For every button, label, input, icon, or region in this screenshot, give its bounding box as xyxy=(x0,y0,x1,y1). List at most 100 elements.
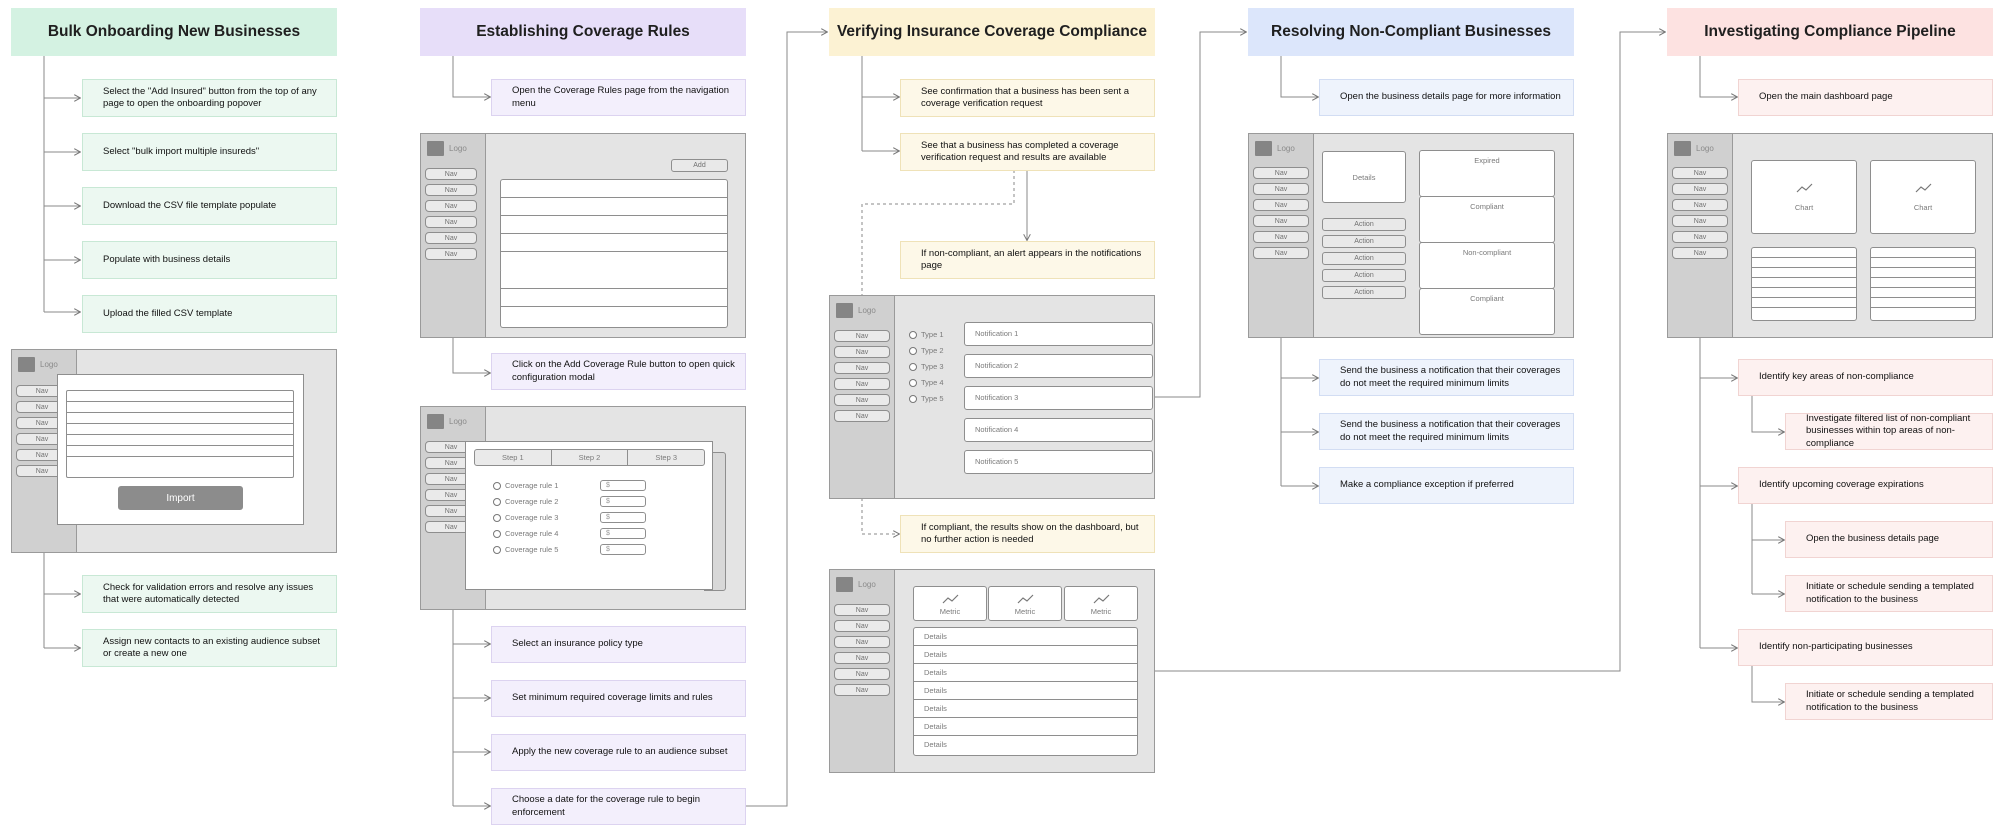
notification-item[interactable]: Notification 1 xyxy=(964,322,1153,346)
nav-item[interactable]: Nav xyxy=(1672,247,1728,259)
section-header-bulk-onboarding: Bulk Onboarding New Businesses xyxy=(11,8,337,56)
radio-button[interactable] xyxy=(493,482,501,490)
nav-item[interactable]: Nav xyxy=(16,465,68,477)
action-button[interactable]: Action xyxy=(1322,286,1406,299)
nav-item[interactable]: Nav xyxy=(834,378,890,390)
logo-text: Logo xyxy=(449,144,467,153)
limit-input[interactable]: $ xyxy=(600,512,646,523)
step-compliance-exception: Make a compliance exception if preferred xyxy=(1319,467,1574,504)
tab-step-1[interactable]: Step 1 xyxy=(475,450,552,465)
details-row[interactable]: Details xyxy=(924,740,947,749)
nav-item[interactable]: Nav xyxy=(834,362,890,374)
notification-item[interactable]: Notification 2 xyxy=(964,354,1153,378)
nav-item[interactable]: Nav xyxy=(834,410,890,422)
details-row[interactable]: Details xyxy=(914,718,1137,736)
tab-step-3[interactable]: Step 3 xyxy=(655,453,678,462)
nav-item[interactable]: Nav xyxy=(834,620,890,632)
nav-item[interactable]: Nav xyxy=(425,473,477,485)
nav-item[interactable]: Nav xyxy=(1672,183,1728,195)
nav-item[interactable]: Nav xyxy=(834,330,890,342)
nav-item[interactable]: Nav xyxy=(1253,247,1309,259)
type-filter-label: Type 4 xyxy=(921,378,944,387)
step-open-dashboard: Open the main dashboard page xyxy=(1738,79,1993,116)
nav-item[interactable]: Nav xyxy=(16,401,68,413)
radio-button[interactable] xyxy=(493,498,501,506)
wireframe-main-dashboard: Logo Nav Nav Nav Nav Nav Nav Chart Chart xyxy=(1667,133,1993,338)
nav-item[interactable]: Nav xyxy=(16,433,68,445)
nav-item[interactable]: Nav xyxy=(1253,215,1309,227)
nav-item[interactable]: Nav xyxy=(834,652,890,664)
action-button[interactable]: Action xyxy=(1322,218,1406,231)
limit-input[interactable]: $ xyxy=(600,496,646,507)
coverage-rule-label: Coverage rule 1 xyxy=(505,481,559,490)
nav-item[interactable]: Nav xyxy=(1253,167,1309,179)
nav-item[interactable]: Nav xyxy=(1672,199,1728,211)
nav-item[interactable]: Nav xyxy=(834,604,890,616)
wireframe-coverage-rules: Logo Nav Nav Nav Nav Nav Nav Add xyxy=(420,133,746,338)
nav-item[interactable]: Nav xyxy=(834,668,890,680)
radio-button[interactable] xyxy=(909,331,917,339)
limit-input[interactable]: $ xyxy=(600,544,646,555)
nav-item[interactable]: Nav xyxy=(834,684,890,696)
notification-item[interactable]: Notification 5 xyxy=(964,450,1153,474)
coverage-status-card: Expired xyxy=(1419,150,1555,197)
metric-label: Metric xyxy=(1014,607,1036,616)
details-row[interactable]: Details xyxy=(914,700,1137,718)
nav-item[interactable]: Nav xyxy=(834,394,890,406)
metric-card: Metric xyxy=(1064,586,1138,621)
logo-text: Logo xyxy=(1277,144,1295,153)
step-identify-non-compliance: Identify key areas of non-compliance xyxy=(1738,359,1993,396)
nav-item[interactable]: Nav xyxy=(1672,167,1728,179)
step-identify-expirations: Identify upcoming coverage expirations xyxy=(1738,467,1993,504)
details-row[interactable]: Details xyxy=(914,664,1137,682)
image-icon xyxy=(1255,141,1272,156)
data-table xyxy=(1870,247,1976,321)
import-button[interactable]: Import xyxy=(118,486,243,510)
wireframe-sidebar: Logo Nav Nav Nav Nav Nav Nav xyxy=(830,570,895,772)
radio-button[interactable] xyxy=(493,546,501,554)
nav-item[interactable]: Nav xyxy=(425,200,477,212)
nav-item[interactable]: Nav xyxy=(834,346,890,358)
details-row[interactable]: Details xyxy=(914,646,1137,664)
wireframe-business-details: Logo Nav Nav Nav Nav Nav Nav Details Act… xyxy=(1248,133,1574,338)
radio-button[interactable] xyxy=(493,514,501,522)
radio-button[interactable] xyxy=(909,379,917,387)
trend-icon xyxy=(1017,594,1034,604)
wireframe-sidebar: Logo Nav Nav Nav Nav Nav Nav xyxy=(1249,134,1314,337)
details-row[interactable]: Details xyxy=(914,682,1137,700)
nav-item[interactable]: Nav xyxy=(425,216,477,228)
radio-button[interactable] xyxy=(493,530,501,538)
nav-item[interactable]: Nav xyxy=(834,636,890,648)
nav-item[interactable]: Nav xyxy=(1672,231,1728,243)
radio-button[interactable] xyxy=(909,347,917,355)
step-apply-rule: Apply the new coverage rule to an audien… xyxy=(491,734,746,771)
limit-input[interactable]: $ xyxy=(600,528,646,539)
add-button[interactable]: Add xyxy=(671,159,728,172)
section-header-investigating-pipeline: Investigating Compliance Pipeline xyxy=(1667,8,1993,56)
wireframe-sidebar: Logo Nav Nav Nav Nav Nav Nav xyxy=(1668,134,1733,337)
nav-item[interactable]: Nav xyxy=(1672,215,1728,227)
nav-item[interactable]: Nav xyxy=(425,232,477,244)
action-button[interactable]: Action xyxy=(1322,235,1406,248)
step-investigate-filtered-list: Investigate filtered list of non-complia… xyxy=(1785,413,1993,450)
tab-step-2[interactable]: Step 2 xyxy=(552,450,629,465)
nav-item[interactable]: Nav xyxy=(425,184,477,196)
nav-item[interactable]: Nav xyxy=(425,489,477,501)
notification-item[interactable]: Notification 4 xyxy=(964,418,1153,442)
limit-input[interactable]: $ xyxy=(600,480,646,491)
nav-item[interactable]: Nav xyxy=(425,505,477,517)
nav-item[interactable]: Nav xyxy=(1253,231,1309,243)
radio-button[interactable] xyxy=(909,395,917,403)
nav-item[interactable]: Nav xyxy=(425,248,477,260)
nav-item[interactable]: Nav xyxy=(1253,199,1309,211)
notification-item[interactable]: Notification 3 xyxy=(964,386,1153,410)
nav-item[interactable]: Nav xyxy=(425,168,477,180)
radio-button[interactable] xyxy=(909,363,917,371)
action-button[interactable]: Action xyxy=(1322,252,1406,265)
step-select-policy-type: Select an insurance policy type xyxy=(491,626,746,663)
wireframe-sidebar: Logo Nav Nav Nav Nav Nav Nav xyxy=(421,134,486,337)
coverage-rule-label: Coverage rule 5 xyxy=(505,545,559,554)
details-row[interactable]: Details xyxy=(914,628,1137,646)
nav-item[interactable]: Nav xyxy=(1253,183,1309,195)
action-button[interactable]: Action xyxy=(1322,269,1406,282)
